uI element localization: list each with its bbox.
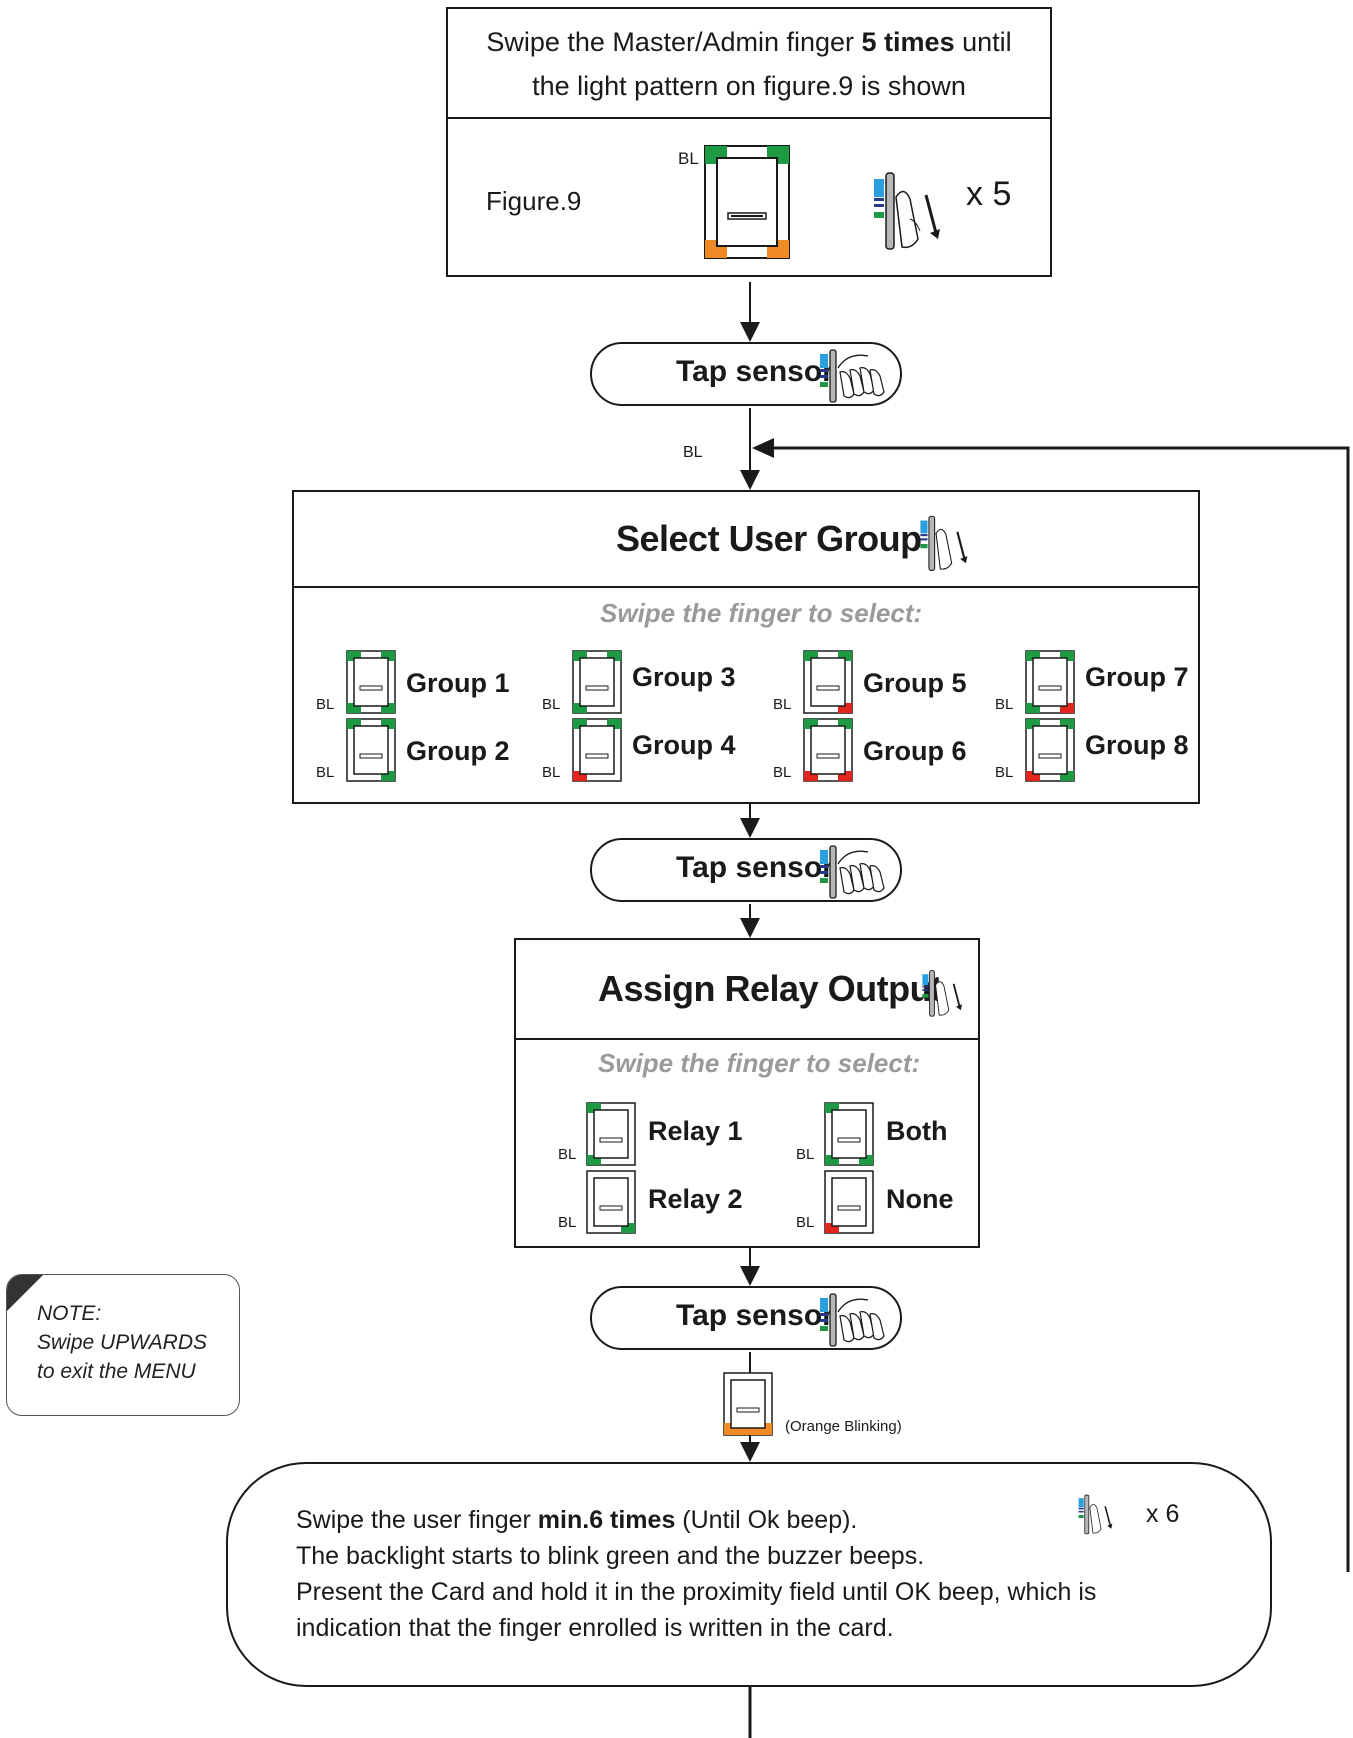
tap-finger-icon [820, 845, 885, 899]
reader-pattern-icon [346, 718, 396, 782]
relay-label: Both [886, 1116, 948, 1146]
note-line2: Swipe UPWARDS [37, 1331, 207, 1354]
reader-pattern-icon [1025, 650, 1075, 714]
reader-pattern-icon [803, 718, 853, 782]
group-bl-label: BL [542, 764, 561, 781]
note-line3: to exit the MENU [37, 1360, 196, 1383]
relay-label: None [886, 1184, 954, 1214]
select-user-group-header: Select User Group [292, 490, 1200, 588]
step1-line2: the light pattern on figure.9 is shown [532, 71, 966, 101]
relay-label: Relay 2 [648, 1184, 743, 1214]
final-times-label: x 6 [1146, 1500, 1180, 1528]
group-bl-label: BL [995, 696, 1014, 713]
final-line1-post: (Until Ok beep). [675, 1506, 858, 1534]
step1-line1-post: until [954, 27, 1012, 57]
tap-sensor-label: Tap sensor [676, 355, 834, 388]
loop-back-line [756, 446, 1350, 1572]
figure9-box: Figure.9 BL x 5 [446, 117, 1052, 277]
group-bl-label: BL [773, 764, 792, 781]
group-label: Group 1 [406, 668, 510, 698]
group-label: Group 8 [1085, 730, 1189, 760]
swipe-finger-icon [1078, 1494, 1113, 1535]
tap-sensor-label: Tap sensor [676, 1299, 834, 1332]
group-label: Group 5 [863, 668, 967, 698]
group-bl-label: BL [316, 764, 335, 781]
reader-pattern-icon [803, 650, 853, 714]
reader-pattern-figure9-icon [704, 145, 790, 259]
tap-finger-icon [820, 1293, 885, 1347]
step1-instruction-box: Swipe the Master/Admin finger 5 times un… [446, 7, 1052, 119]
assign-relay-subtitle: Swipe the finger to select: [598, 1048, 921, 1078]
reader-pattern-icon [824, 1170, 874, 1234]
swipe-finger-icon [874, 172, 940, 250]
group-label: Group 7 [1085, 662, 1189, 692]
reader-pattern-icon [586, 1170, 636, 1234]
final-line1-pre: Swipe the user finger [296, 1506, 538, 1534]
note-box: NOTE: Swipe UPWARDS to exit the MENU [6, 1274, 240, 1416]
reader-pattern-icon [346, 650, 396, 714]
swipe-finger-icon [922, 970, 962, 1017]
relay-bl-label: BL [558, 1214, 577, 1231]
group-label: Group 4 [632, 730, 736, 760]
tap-sensor-step-2: Tap sensor [590, 838, 902, 902]
reader-pattern-icon [572, 718, 622, 782]
reader-pattern-icon [824, 1102, 874, 1166]
reader-pattern-orange-icon [723, 1372, 773, 1436]
group-label: Group 6 [863, 736, 967, 766]
group-bl-label: BL [542, 696, 561, 713]
final-line4: indication that the finger enrolled is w… [296, 1614, 894, 1642]
relay-bl-label: BL [796, 1214, 815, 1231]
group-bl-label: BL [773, 696, 792, 713]
relay-label: Relay 1 [648, 1116, 743, 1146]
tap-finger-icon [820, 349, 885, 403]
assign-relay-header: Assign Relay Output [514, 938, 980, 1040]
reader-pattern-icon [572, 650, 622, 714]
final-instruction-box: Swipe the user finger min.6 times (Until… [226, 1462, 1272, 1687]
tap-sensor-step-1: Tap sensor [590, 342, 902, 406]
group-bl-label: BL [995, 764, 1014, 781]
group-label: Group 3 [632, 662, 736, 692]
group-label: Group 2 [406, 736, 510, 766]
note-line1: NOTE: [37, 1302, 102, 1325]
orange-blinking-label: (Orange Blinking) [785, 1418, 902, 1435]
tap-sensor-label: Tap sensor [676, 851, 834, 884]
tap-sensor-step-3: Tap sensor [590, 1286, 902, 1350]
loop-back-arrowhead [752, 438, 774, 458]
select-user-group-title: Select User Group [616, 518, 922, 559]
final-line1-bold: min.6 times [537, 1506, 676, 1534]
final-line1: Swipe the user finger min.6 times (Until… [296, 1502, 857, 1538]
bl-arrow-label: BL [683, 444, 703, 461]
relay-bl-label: BL [558, 1146, 577, 1163]
group-bl-label: BL [316, 696, 335, 713]
note-corner-icon [7, 1275, 43, 1311]
final-line3: Present the Card and hold it in the prox… [296, 1578, 1097, 1606]
figure9-times-label: x 5 [966, 175, 1012, 213]
reader-pattern-icon [586, 1102, 636, 1166]
step1-line1-pre: Swipe the Master/Admin finger [486, 27, 862, 57]
relay-bl-label: BL [796, 1146, 815, 1163]
select-user-group-subtitle: Swipe the finger to select: [600, 598, 923, 628]
step1-line1-bold: 5 times [861, 27, 955, 57]
final-line2: The backlight starts to blink green and … [296, 1542, 925, 1570]
figure9-label: Figure.9 [486, 186, 582, 216]
assign-relay-title: Assign Relay Output [598, 968, 943, 1009]
reader-pattern-icon [1025, 718, 1075, 782]
swipe-finger-icon [920, 515, 968, 571]
figure9-bl-label: BL [678, 149, 699, 168]
step1-line1: Swipe the Master/Admin finger 5 times un… [448, 27, 1050, 58]
